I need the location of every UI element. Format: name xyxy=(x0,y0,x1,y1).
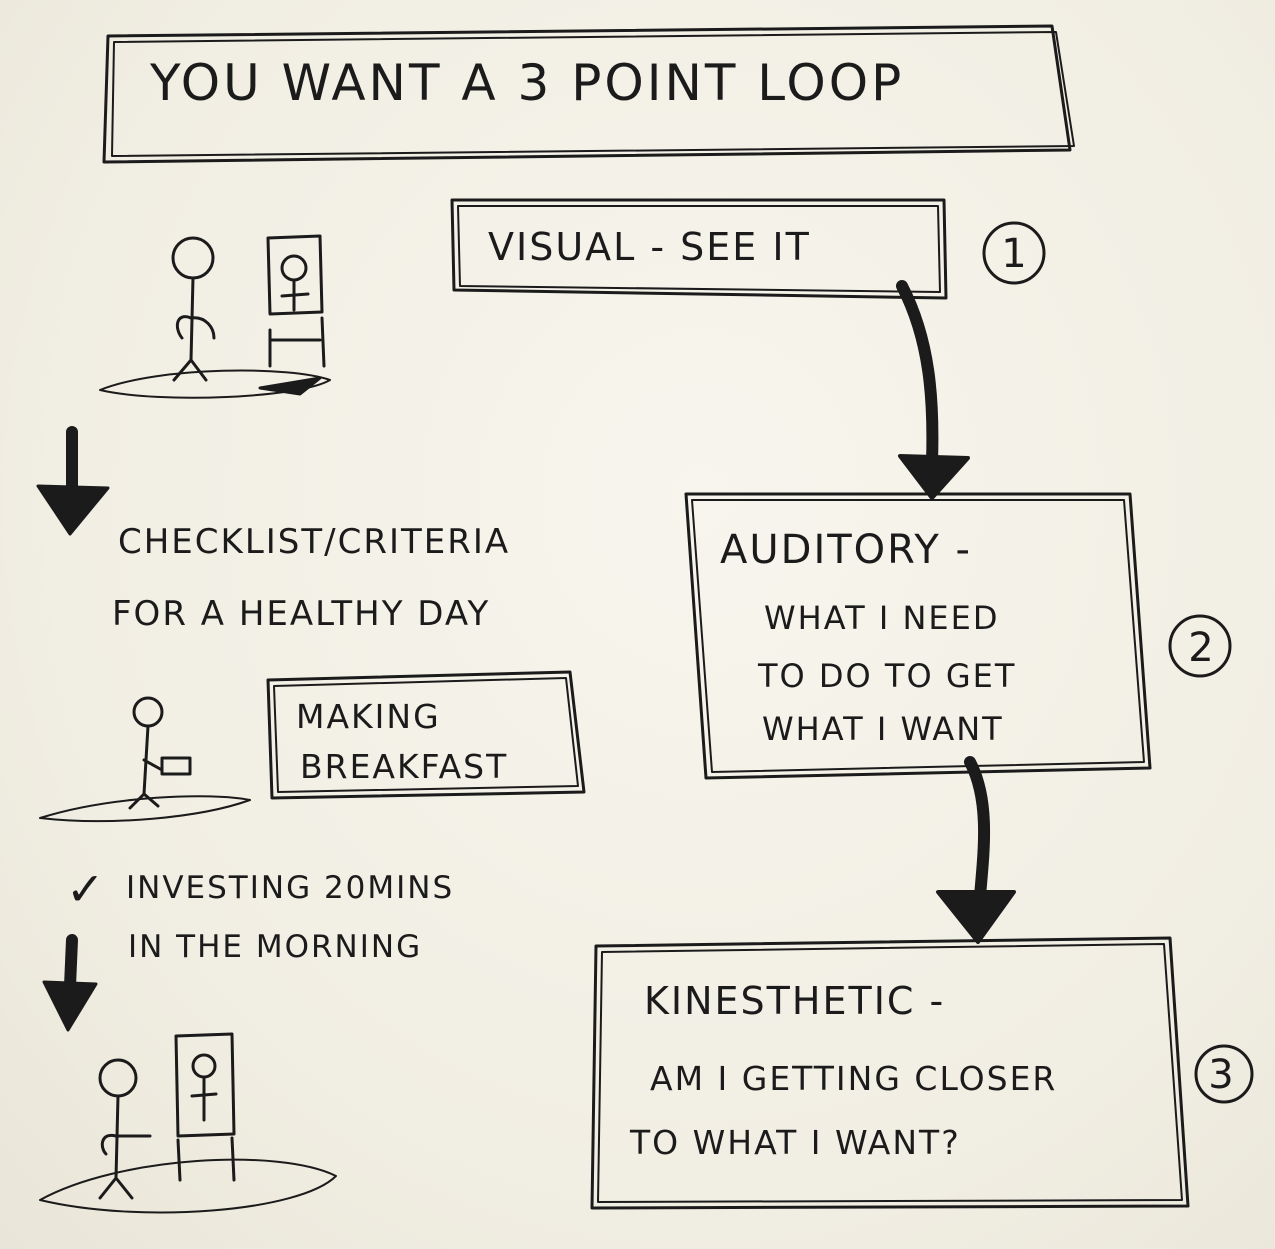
down-arrow-left-top xyxy=(36,426,110,536)
stick-figure-breakfast xyxy=(39,696,251,823)
stick-figure-mirror-top xyxy=(99,234,331,399)
breakfast-line-1: making xyxy=(296,697,441,736)
investing-line-1: investing 20mins xyxy=(126,870,455,906)
step-2-circle xyxy=(1168,614,1232,678)
visual-box xyxy=(450,198,948,300)
auditory-line-2: to do to get xyxy=(758,657,1017,695)
checkmark-icon: ✓ xyxy=(66,862,105,916)
auditory-box xyxy=(684,492,1152,780)
checklist-line-2: for a healthy day xyxy=(112,594,491,634)
step-3-circle xyxy=(1194,1044,1254,1104)
kinesthetic-line-2: to what I want? xyxy=(630,1123,961,1162)
kinesthetic-step-title: kinesthetic - xyxy=(644,979,946,1023)
arrow-auditory-to-kinesthetic xyxy=(936,756,1016,944)
step-2-number: 2 xyxy=(1188,625,1214,671)
visual-step-label: visual - see it xyxy=(488,225,811,269)
auditory-step-title: auditory - xyxy=(720,527,972,573)
checklist-line-1: checklist/criteria xyxy=(118,522,511,562)
investing-line-2: in the morning xyxy=(128,929,423,965)
kinesthetic-box xyxy=(590,936,1190,1210)
breakfast-line-2: breakfast xyxy=(300,747,509,786)
auditory-line-1: what I need xyxy=(764,599,1000,637)
step-3-number: 3 xyxy=(1208,1052,1234,1098)
kinesthetic-line-1: am I getting closer xyxy=(650,1059,1058,1098)
step-1-number: 1 xyxy=(1001,231,1027,277)
stick-figure-mirror-bottom xyxy=(39,1032,337,1214)
title-box xyxy=(102,24,1075,164)
step-1-circle xyxy=(982,221,1046,285)
page-title: you want a 3 point loop xyxy=(150,54,905,112)
breakfast-box xyxy=(266,670,586,800)
arrow-visual-to-auditory xyxy=(896,280,970,500)
down-arrow-left-bottom xyxy=(42,934,98,1032)
auditory-line-3: what I want xyxy=(762,710,1004,748)
